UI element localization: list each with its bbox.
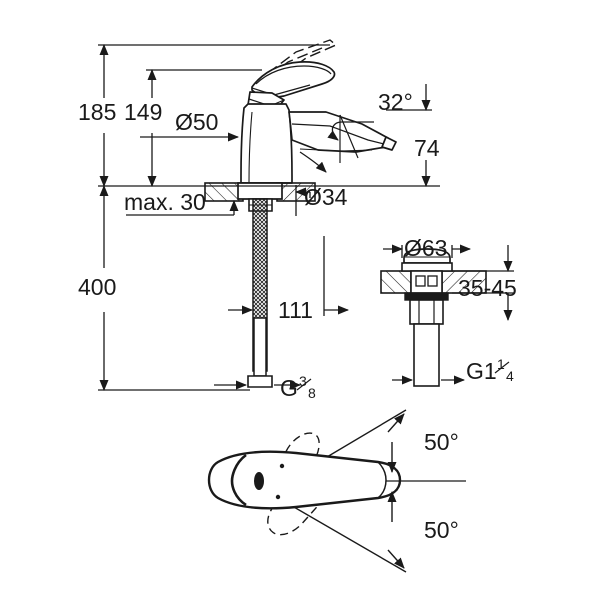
drain-flange (401, 262, 453, 272)
drain-nut-body (409, 299, 444, 325)
dim-label-74: 74 (414, 135, 440, 161)
top-view-swivel: 50° 50° (207, 409, 466, 573)
drain-detail-view: Ø63 35-45 G1 1 4 (380, 235, 517, 387)
dim-label-d63: Ø63 (404, 235, 447, 261)
dim-label-g38-numerator: 3 (299, 373, 307, 389)
dim-label-g38-group: G 3 8 (280, 373, 316, 401)
dim-label-max30: max. 30 (124, 189, 206, 215)
dim-label-149: 149 (124, 99, 162, 125)
faucet-top-outline (207, 450, 402, 510)
dim-label-3545: 35-45 (458, 275, 517, 301)
fraction-bar-g114 (494, 361, 510, 374)
dim-label-185: 185 (78, 99, 116, 125)
dim-label-111: 111 (278, 297, 313, 323)
dim-label-g114-group: G1 1 4 (466, 356, 514, 384)
dim-label-g114-denominator: 4 (506, 368, 514, 384)
dim-label-swivel-upper: 50° (424, 429, 459, 455)
drain-cap (403, 248, 451, 264)
drain-slot-left (415, 275, 426, 287)
faucet-elevation-view (240, 39, 397, 184)
dim-label-d34: Ø34 (304, 184, 348, 210)
dim-label-g114-main: G1 (466, 358, 497, 384)
angle-ref-line-32 (339, 114, 359, 159)
elevation-dimensions (98, 44, 440, 391)
leader-spout-curve (299, 151, 327, 173)
countertop-mounting (204, 182, 316, 388)
leader-32deg (327, 121, 343, 141)
handle-pivot-marker (254, 472, 264, 490)
dim-label-32deg: 32° (378, 89, 413, 115)
swivel-angle-arrows (387, 413, 405, 569)
drain-tailpiece (413, 323, 440, 387)
basin-wall-left (380, 270, 412, 294)
dim-label-400: 400 (78, 274, 116, 300)
dim-label-g38-main: G (280, 375, 298, 401)
supply-hose (253, 317, 267, 377)
mixer-body (240, 103, 293, 184)
dim-label-g38-denominator: 8 (308, 385, 316, 401)
spout-outlet (381, 136, 397, 151)
arrow-50-lower (387, 549, 405, 569)
dim-label-d50: Ø50 (175, 109, 218, 135)
drain-locknut (404, 292, 449, 301)
fraction-bar-g38 (296, 378, 312, 391)
dim-label-swivel-lower: 50° (424, 517, 459, 543)
arrow-50-upper (387, 413, 405, 433)
supply-connector-nut (247, 375, 273, 388)
dim-label-g114-numerator: 1 (497, 356, 505, 372)
drain-slot-right (427, 275, 438, 287)
base-washer (237, 182, 283, 200)
